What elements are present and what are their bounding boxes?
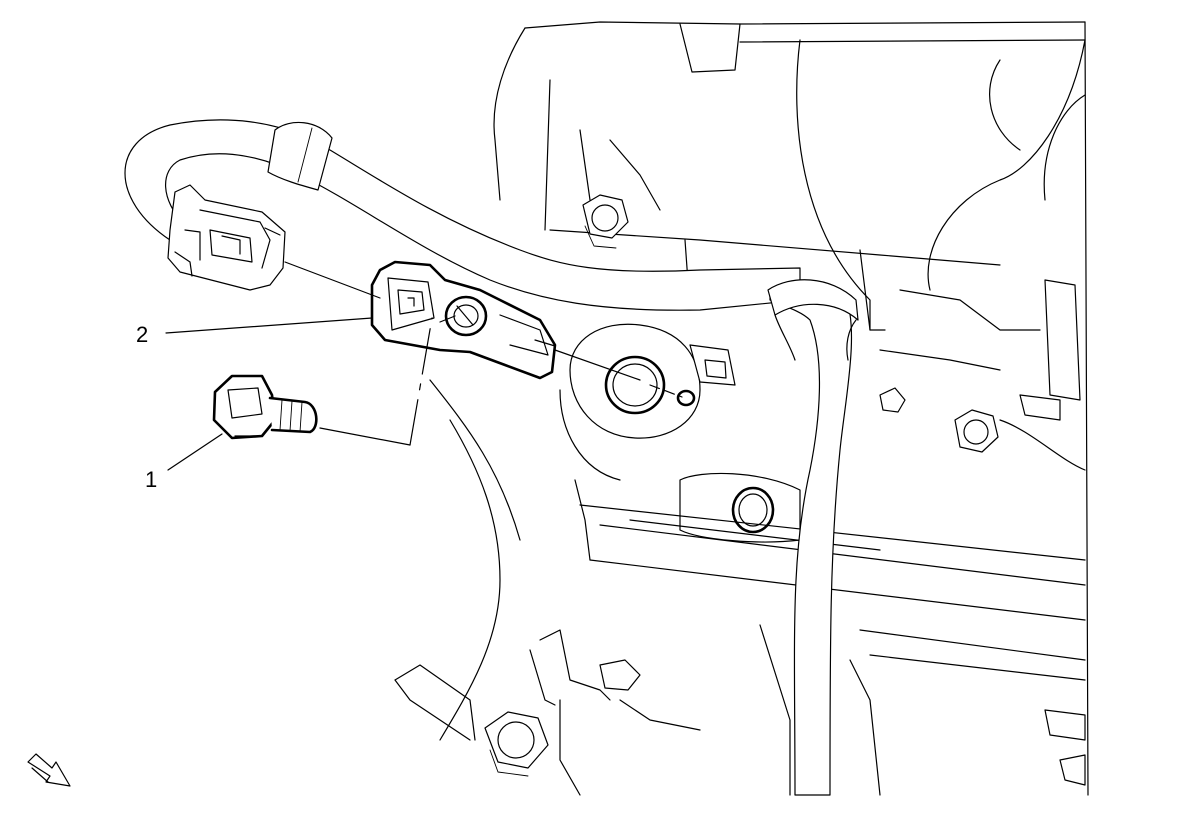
callout-2-label: 2 <box>136 322 148 347</box>
sensor <box>370 260 557 380</box>
upper-bolt <box>582 194 629 249</box>
harness-clip <box>689 344 736 386</box>
view-direction-arrow-icon <box>27 753 71 787</box>
sensor-mounting-bore <box>569 323 701 439</box>
alignment-lines <box>284 261 683 446</box>
callout-1-label: 1 <box>145 467 157 492</box>
bolt <box>212 374 318 440</box>
engine-block <box>394 21 1089 796</box>
callout-1: 1 <box>145 433 223 492</box>
center-boss <box>679 472 801 543</box>
right-bolt <box>954 409 999 453</box>
harness-connector <box>167 184 286 291</box>
callout-2: 2 <box>136 317 373 347</box>
lower-bolt <box>484 711 549 777</box>
wiring-harness <box>124 119 859 796</box>
